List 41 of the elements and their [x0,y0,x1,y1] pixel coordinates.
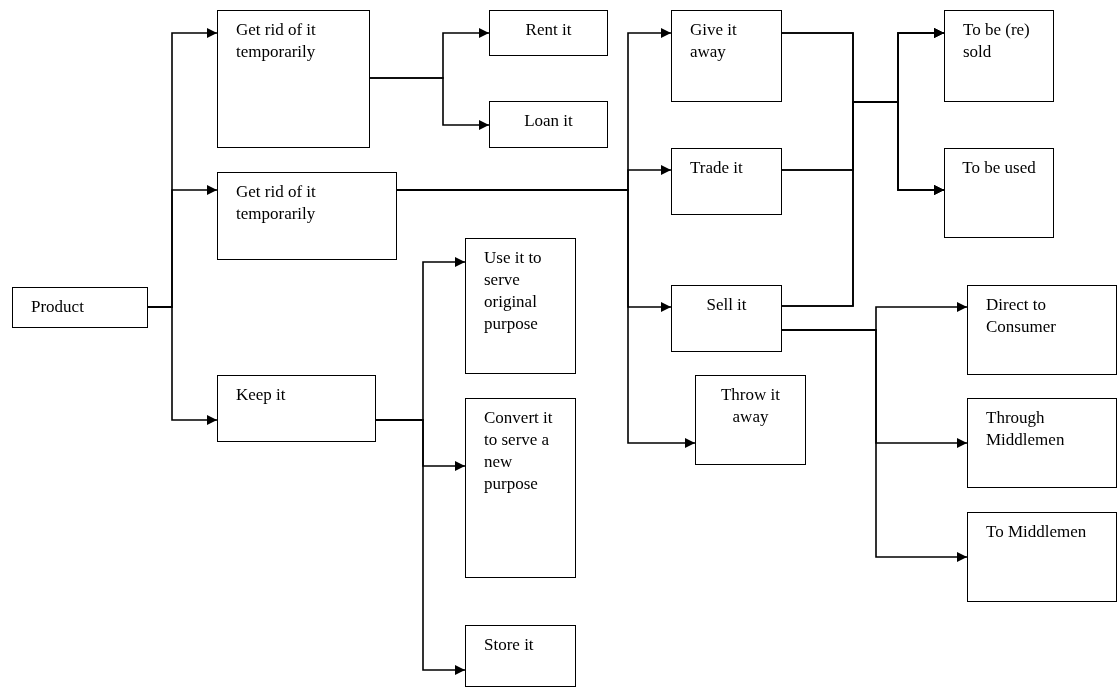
process-box [489,101,608,148]
process-box [217,172,397,260]
process-box [967,512,1117,602]
process-box [489,10,608,56]
process-box [967,398,1117,488]
box-label: Convert it to serve a new purpose [484,407,554,496]
box-label: Trade it [690,157,743,179]
arrow [781,329,968,562]
arrow [781,101,945,307]
process-box [12,287,148,328]
box-label: Get rid of it temporarily [236,181,317,226]
arrow [147,306,218,425]
box-label: Direct to Consumer [986,294,1057,339]
box-label: Give it away [690,19,738,64]
box-label: Through Middlemen [986,407,1066,452]
box-label: Keep it [236,384,286,406]
process-box [465,238,576,374]
process-box [671,148,782,215]
box-label: To be (re) sold [963,19,1031,64]
arrow [369,77,490,130]
process-box [465,625,576,687]
arrow [375,419,466,675]
box-label: Use it to serve original purpose [484,247,543,336]
process-box [695,375,806,465]
process-box [671,285,782,352]
box-label: Sell it [706,294,747,316]
box-label: Throw it away [720,384,781,429]
process-box [217,10,370,148]
process-box [671,10,782,102]
process-box [465,398,576,578]
box-label: To Middlemen [986,521,1087,543]
box-label: Rent it [525,19,572,41]
process-box [217,375,376,442]
process-box [944,148,1054,238]
box-label: Store it [484,634,534,656]
box-label: Get rid of it temporarily [236,19,317,64]
box-label: To be used [962,157,1036,179]
process-box [967,285,1117,375]
box-label: Product [31,296,84,318]
process-box [944,10,1054,102]
box-label: Loan it [524,110,573,132]
